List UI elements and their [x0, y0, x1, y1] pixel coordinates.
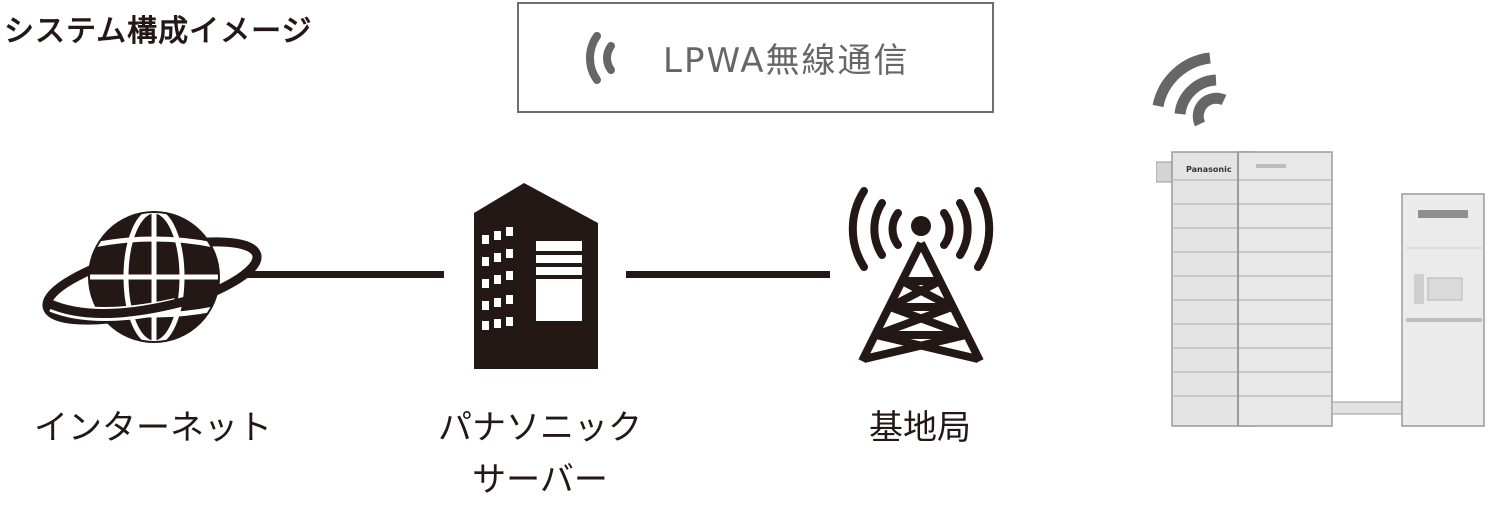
storage-battery-unit-icon: Panasonic: [1156, 151, 1485, 427]
connector-internet-server: [242, 271, 444, 278]
label-server: パナソニック サーバー: [438, 408, 642, 500]
building-icon: [474, 183, 598, 369]
label-internet: インターネット: [34, 408, 272, 448]
diagram-title: システム構成イメージ: [4, 14, 313, 49]
wireless-signal-icon: [585, 31, 615, 84]
lpwa-label: LPWA無線通信: [663, 41, 910, 81]
connector-server-tower: [626, 271, 830, 278]
radio-tower-icon: [848, 187, 994, 363]
globe-icon: [42, 211, 262, 343]
label-base-station: 基地局: [869, 408, 971, 448]
brand-logo: Panasonic: [1186, 165, 1232, 174]
wireless-signal-icon: [1152, 52, 1227, 127]
lpwa-legend-box: LPWA無線通信: [517, 2, 994, 113]
